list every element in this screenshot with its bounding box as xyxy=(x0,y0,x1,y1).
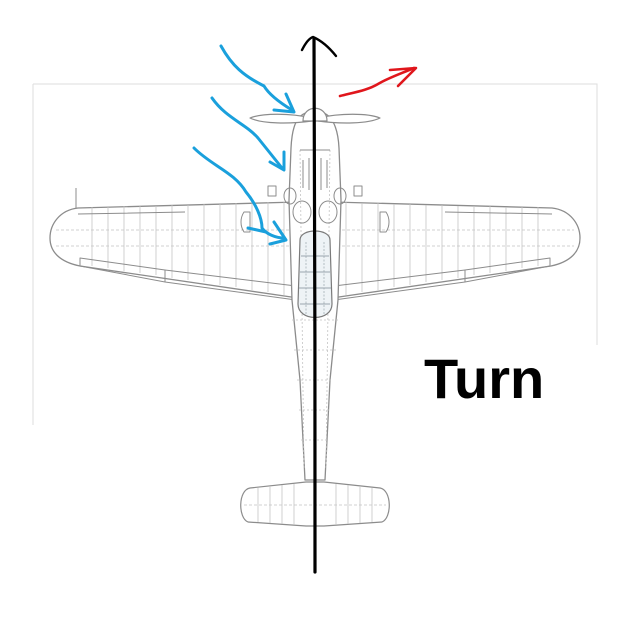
turn-caption: Turn xyxy=(424,347,545,410)
arrow-icon xyxy=(338,66,418,98)
wing-panel-lines xyxy=(56,202,574,295)
arrow-icon xyxy=(192,146,288,246)
arrow-icon xyxy=(219,44,296,114)
background-frame xyxy=(32,83,598,425)
axis-arrow-icon xyxy=(300,35,338,58)
longitudinal-axis xyxy=(300,35,338,574)
leading-edge-slats xyxy=(77,211,553,215)
arrow-icon xyxy=(210,96,286,172)
airflow-arrows xyxy=(192,44,296,246)
engine-cowling xyxy=(240,149,390,233)
